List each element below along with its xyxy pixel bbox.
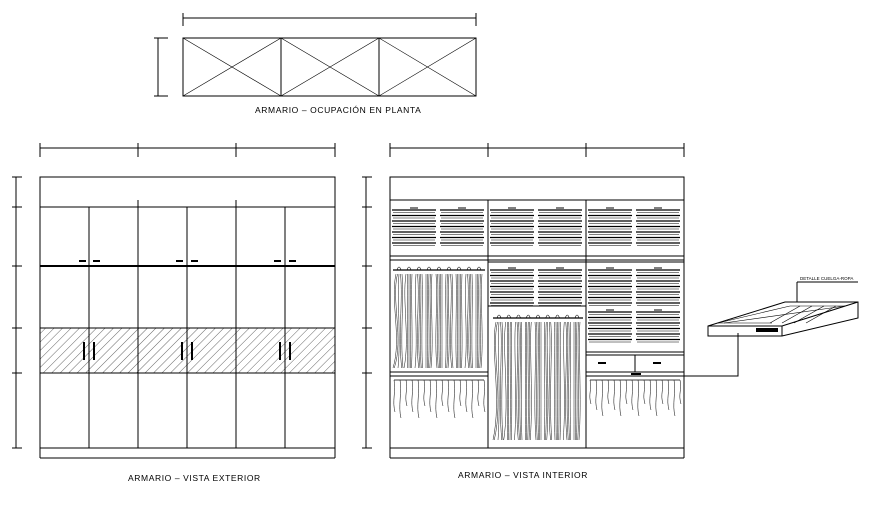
interior-dimension-top xyxy=(389,143,685,157)
interior-cabinet xyxy=(389,176,685,459)
plan-view: ARMARIO – OCUPACIÓN EN PLANTA xyxy=(154,13,477,115)
interior-dimension-left xyxy=(362,176,372,449)
plan-dimension-top xyxy=(182,13,477,26)
interior-caption: ARMARIO – VISTA INTERIOR xyxy=(458,470,588,480)
plan-caption: ARMARIO – OCUPACIÓN EN PLANTA xyxy=(255,105,421,115)
interior-view: ARMARIO – VISTA INTERIOR xyxy=(362,143,685,480)
lower-hanging-clothes xyxy=(393,379,682,419)
plan-dimension-left xyxy=(154,37,168,97)
exterior-door-handles xyxy=(83,342,291,360)
folded-clothes-shelves xyxy=(390,207,684,353)
exterior-dimension-top xyxy=(39,143,336,157)
detail-label: DETALLE CUELGA-ROPA xyxy=(800,276,853,281)
hanger-rail-detail: DETALLE CUELGA-ROPA xyxy=(684,276,859,377)
exterior-dimension-left xyxy=(12,176,22,449)
hanging-clothes xyxy=(392,266,583,441)
exterior-cabinet xyxy=(39,176,336,459)
exterior-caption: ARMARIO – VISTA EXTERIOR xyxy=(128,473,261,483)
plan-outline xyxy=(182,37,477,97)
exterior-view: ARMARIO – VISTA EXTERIOR xyxy=(12,143,336,483)
